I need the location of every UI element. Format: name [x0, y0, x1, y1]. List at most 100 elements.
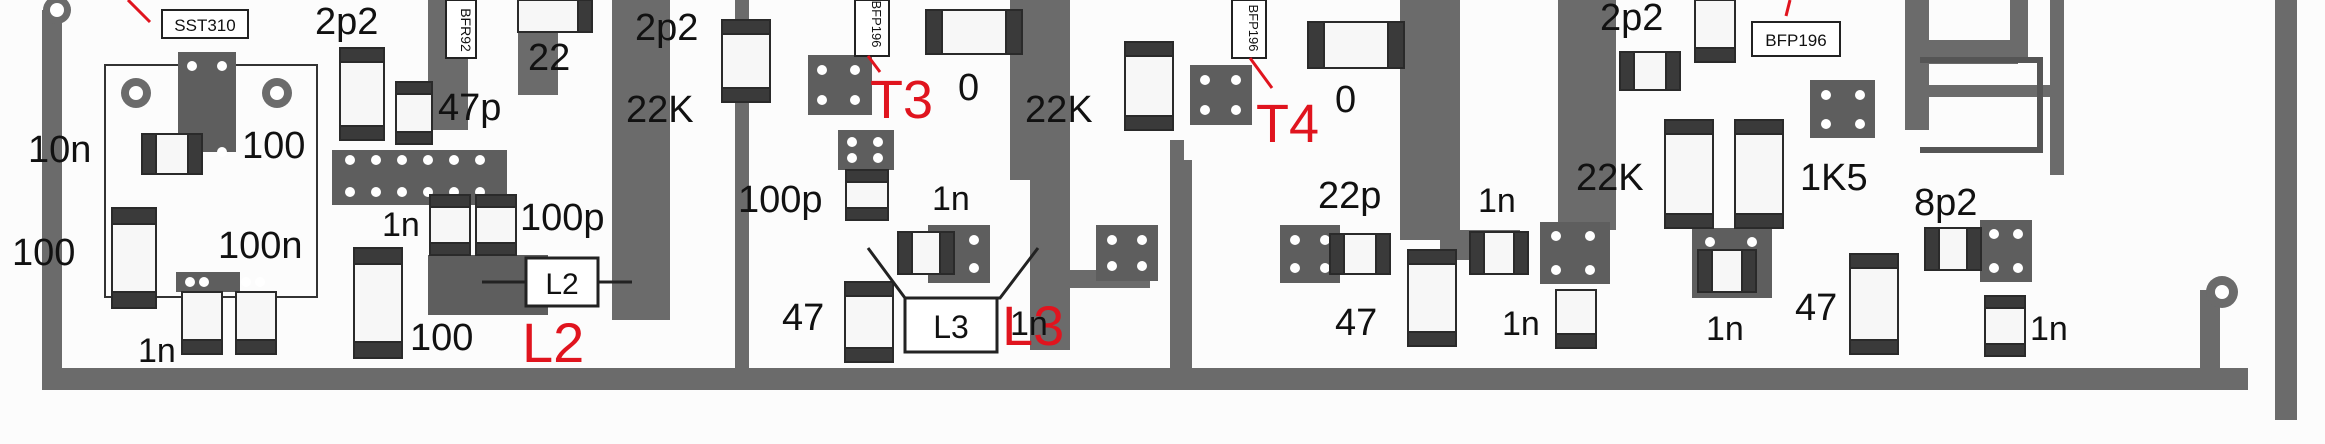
hole-top-left-inner — [50, 3, 64, 17]
bfp196-t3-label: BFP196 — [869, 1, 884, 48]
cap-22p — [1329, 233, 1391, 275]
label-1n-c: 1n — [932, 180, 970, 218]
cap-2p2-mid-right — [1619, 51, 1681, 91]
strip-right-upper — [1905, 0, 1929, 130]
red-designators: T3 T4 L2 L3 — [522, 70, 1319, 374]
bfr92-label: BFR92 — [458, 8, 474, 52]
label-0-a: 0 — [958, 67, 979, 109]
cap-1n-bottom-a — [181, 291, 223, 355]
pad-t3 — [808, 55, 872, 115]
pad-bfp196-right — [1810, 80, 1875, 138]
strip-right-top — [2010, 0, 2028, 60]
hole-sst-right-inner — [270, 86, 284, 100]
bfp196-t4-box — [1231, 0, 1267, 59]
ground-bus-bottom — [48, 368, 2248, 390]
l2-box — [524, 256, 600, 308]
label-1n-h: 1n — [1010, 305, 1048, 343]
designator-t4: T4 — [1256, 94, 1319, 154]
smd-components — [111, 0, 2026, 363]
l3-box-label: L3 — [933, 309, 969, 345]
sst310-pointer — [126, 0, 152, 24]
cap-1n-l2 — [429, 194, 471, 256]
right-loop-outline — [1920, 57, 2043, 153]
pad-1n-right — [1540, 222, 1610, 284]
cap-2p2-right — [1694, 0, 1736, 63]
label-1k5: 1K5 — [1800, 157, 1868, 199]
designator-t3: T3 — [870, 70, 933, 130]
pad-t4 — [1190, 65, 1252, 125]
t3-pointer — [866, 55, 882, 73]
part-label-boxes: SST310 BFR92 BFP196 BFP196 BFP196 L2 L3 — [126, 0, 1841, 354]
l2-box-label: L2 — [545, 268, 578, 301]
strip-t3-low — [1030, 180, 1070, 350]
label-100-a: 100 — [242, 125, 305, 167]
label-100-c: 100 — [410, 317, 473, 359]
pad-100p-top — [838, 130, 894, 170]
resistor-47-t3 — [844, 281, 894, 363]
sst310-label: SST310 — [174, 16, 235, 35]
label-1n-g: 1n — [2030, 310, 2068, 348]
strip-t4 — [1400, 0, 1460, 240]
cap-1n-far-right — [1984, 295, 2026, 357]
cap-1n-bottom-b — [235, 291, 277, 355]
cap-100p-t3 — [845, 169, 889, 221]
designator-l2: L2 — [522, 311, 584, 374]
cap-47p — [395, 81, 433, 145]
resistor-22k-a — [721, 19, 771, 103]
label-1n-e: 1n — [1502, 305, 1540, 343]
cap-10n — [141, 133, 203, 175]
label-47-b: 47 — [1335, 302, 1377, 344]
label-8p2: 8p2 — [1914, 182, 1977, 224]
mounting-holes — [43, 0, 2238, 308]
vertical-bus-3 — [1182, 160, 1192, 380]
bfp196-right-pointer — [1784, 0, 1792, 17]
cap-1n-t4 — [1555, 289, 1597, 349]
label-100n: 100n — [218, 225, 303, 267]
cap-1n-t3 — [897, 231, 955, 275]
cap-100p-l2 — [475, 194, 517, 256]
strip-right-mid — [1558, 0, 1616, 230]
label-22: 22 — [528, 37, 570, 79]
strip-right-h — [1915, 85, 2055, 97]
bfp196-right-box — [1751, 21, 1841, 57]
pad-isolated-center — [1096, 225, 1158, 281]
right-border — [2275, 0, 2297, 420]
designator-l3: L3 — [1002, 294, 1064, 357]
resistor-47-right — [1849, 253, 1899, 355]
hole-bottom-right-inner — [2215, 285, 2229, 299]
resistor-22k-c — [1664, 119, 1714, 229]
l3-box — [903, 296, 999, 354]
bfp196-right-label: BFP196 — [1765, 31, 1826, 50]
pad-matrix-left — [332, 150, 507, 205]
t4-pointer — [1248, 57, 1274, 89]
label-47p: 47p — [438, 87, 501, 129]
vertical-bus-2 — [1170, 140, 1184, 380]
label-100-b: 100 — [12, 232, 75, 274]
label-1n-a: 1n — [382, 206, 420, 244]
pad-8p2 — [1980, 220, 2032, 282]
label-100p-a: 100p — [520, 197, 605, 239]
label-2p2-c: 2p2 — [1600, 0, 1663, 39]
label-1n-d: 1n — [1478, 182, 1516, 220]
resistor-100-l2 — [353, 247, 403, 359]
cap-22-top — [517, 0, 593, 33]
label-10n: 10n — [28, 129, 91, 171]
resistor-22k-b — [1124, 41, 1174, 131]
label-22p: 22p — [1318, 175, 1381, 217]
label-22k-a: 22K — [626, 89, 694, 131]
bfp196-t3-box — [854, 0, 890, 57]
cap-2p2-left — [339, 47, 385, 141]
label-22k-c: 22K — [1576, 157, 1644, 199]
label-1n-b: 1n — [138, 332, 176, 370]
label-2p2-a: 2p2 — [315, 1, 378, 43]
bfp196-t4-label: BFP196 — [1246, 5, 1261, 52]
left-rail — [42, 10, 62, 390]
bfr92-box — [445, 0, 477, 59]
resistor-0-t4 — [1307, 21, 1405, 69]
label-47-c: 47 — [1795, 287, 1837, 329]
label-0-b: 0 — [1335, 79, 1356, 121]
resistor-0-t3 — [925, 9, 1023, 55]
label-100p-b: 100p — [738, 179, 823, 221]
